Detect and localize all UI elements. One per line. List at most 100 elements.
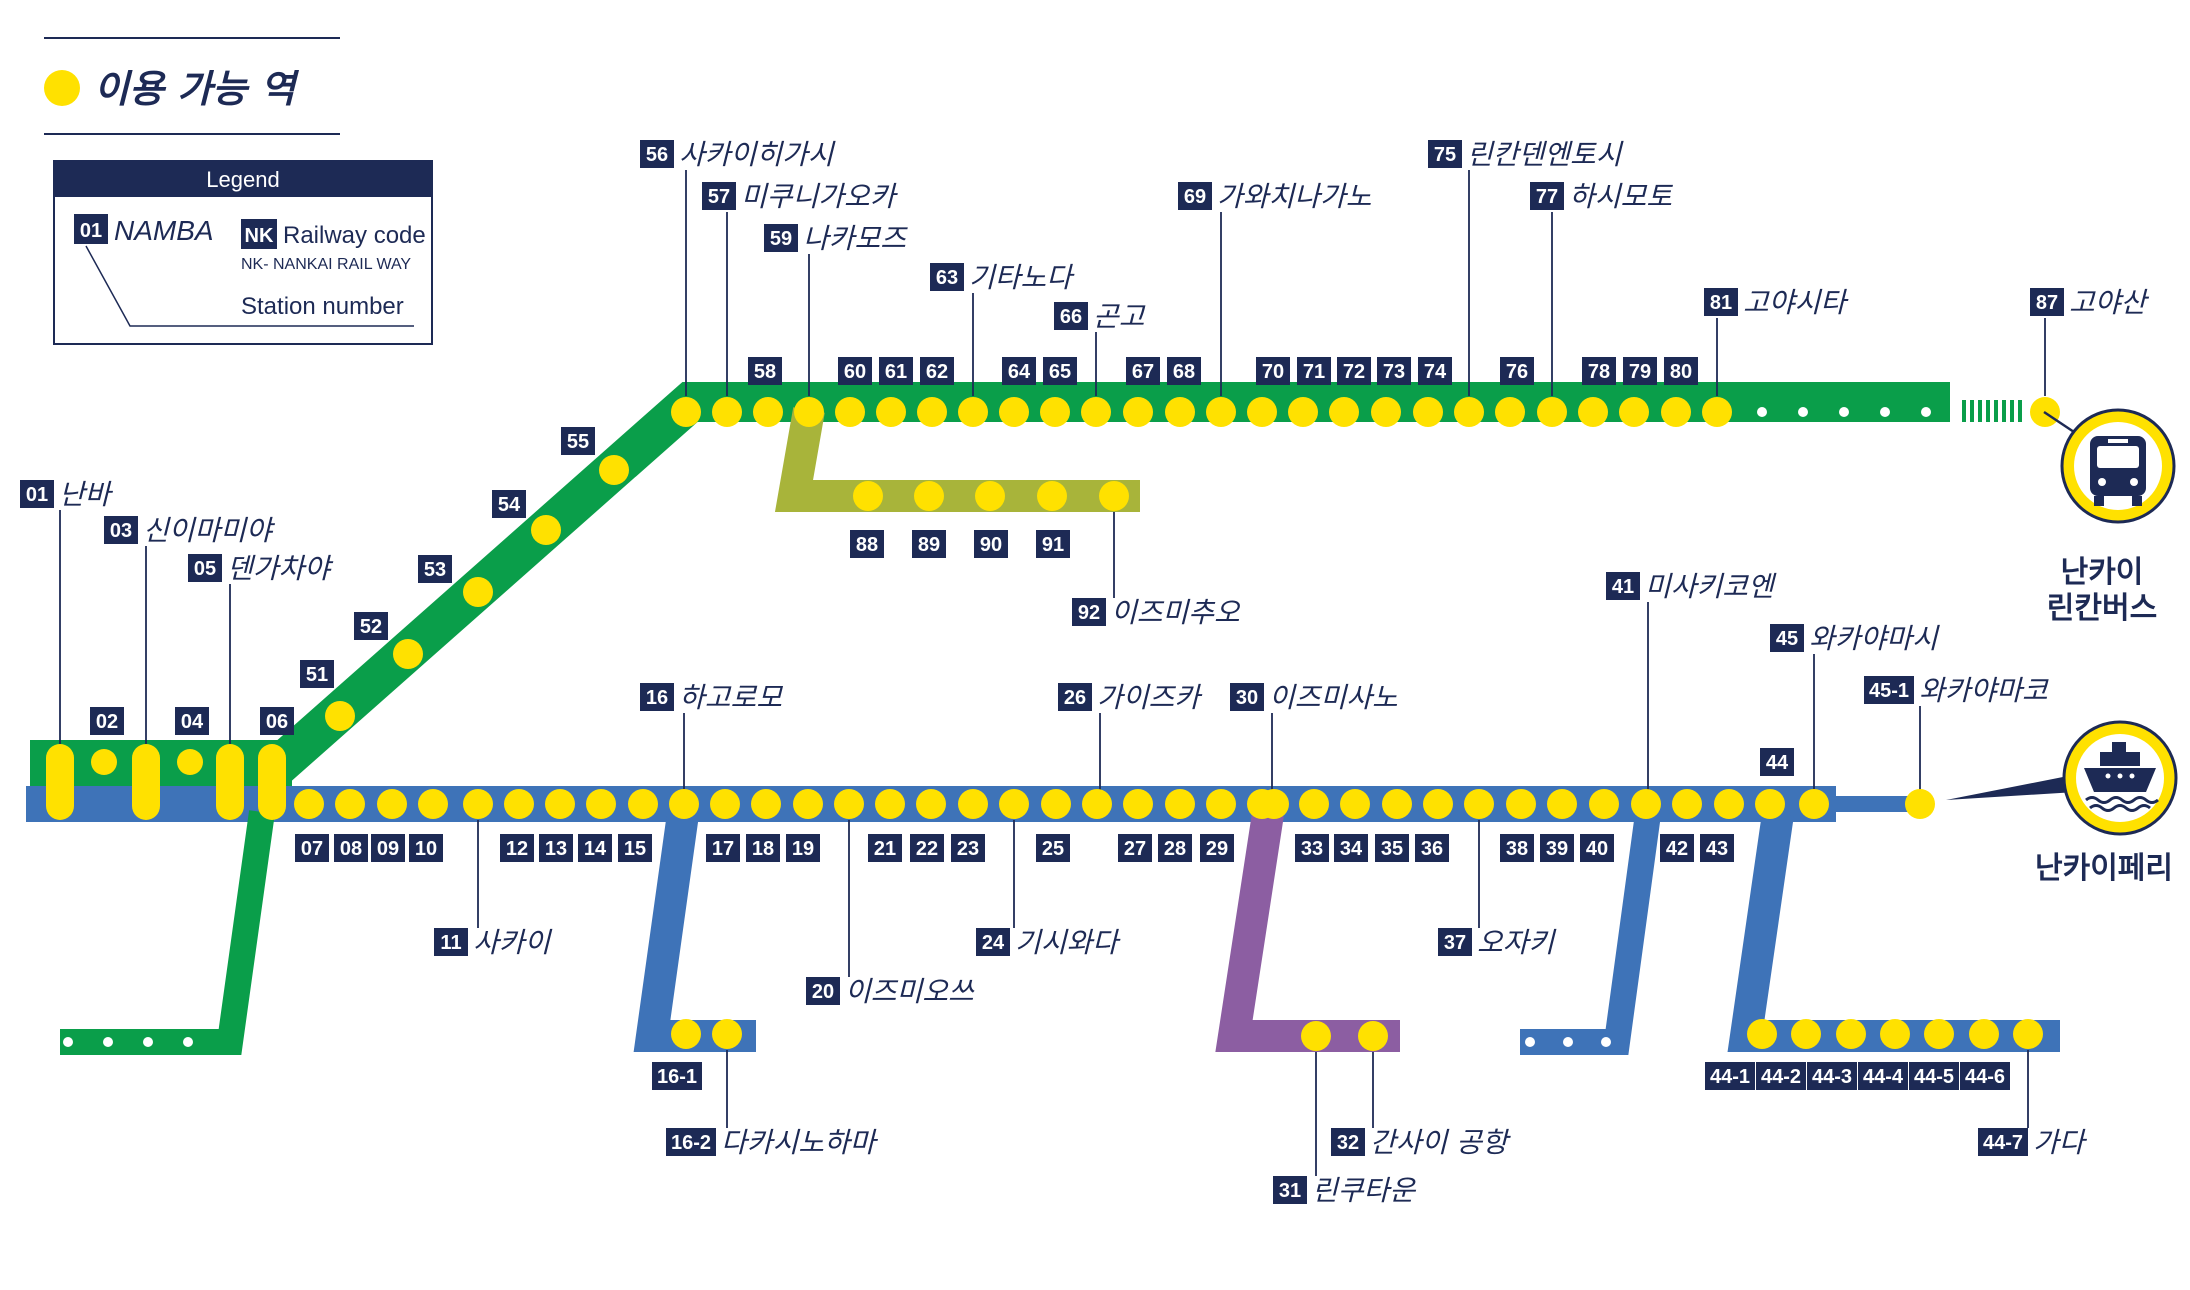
station-dot	[1206, 397, 1236, 427]
station-name-n57: 미쿠니가오카	[741, 180, 899, 213]
named-station-n26-badge	[1058, 683, 1092, 711]
named-station-n01-code: 01	[26, 484, 48, 506]
legend-example-name: NAMBA	[114, 215, 214, 246]
station-38-code: 38	[1506, 838, 1528, 860]
station-dot	[1619, 397, 1649, 427]
station-dot	[1299, 789, 1329, 819]
named-station-n77-code: 77	[1536, 186, 1558, 208]
station-dot	[2013, 1019, 2043, 1049]
station-dot	[875, 789, 905, 819]
station-15-badge	[618, 834, 652, 862]
station-dot	[1081, 397, 1111, 427]
station-name-n63: 기타노다	[969, 261, 1075, 294]
station-name-n447: 가다	[2033, 1126, 2088, 1159]
named-station-n32-code: 32	[1337, 1132, 1359, 1154]
station-19-badge	[786, 834, 820, 862]
station-43-badge	[1700, 834, 1734, 862]
station-55-code: 55	[567, 431, 589, 453]
named-station-n05-code: 05	[194, 558, 216, 580]
station-dot-minor	[1563, 1037, 1573, 1047]
station-dot	[628, 789, 658, 819]
station-dot	[1037, 481, 1067, 511]
station-15-code: 15	[624, 838, 646, 860]
station-dot	[1259, 789, 1289, 819]
station-68-badge	[1167, 357, 1201, 385]
station-dot	[1880, 1019, 1910, 1049]
station-42-badge	[1660, 834, 1694, 862]
station-34-badge	[1334, 834, 1368, 862]
station-dot	[669, 789, 699, 819]
legend-station-number-label: Station number	[241, 293, 404, 320]
station-18-badge	[746, 834, 780, 862]
station-65-badge	[1043, 357, 1077, 385]
bus-icon	[2090, 436, 2146, 506]
station-dot-minor	[1921, 407, 1931, 417]
station-78-badge	[1582, 357, 1616, 385]
station-dot	[1924, 1019, 1954, 1049]
station-dot	[1755, 789, 1785, 819]
station-68-code: 68	[1173, 361, 1195, 383]
station-04-code: 04	[181, 711, 204, 733]
legend-box: Legend 01 NAMBA NK Railway code NK- NANK…	[53, 160, 433, 345]
station-18-code: 18	[752, 838, 774, 860]
ship-icon	[2084, 742, 2159, 812]
station-dot-minor	[1601, 1037, 1611, 1047]
station-76-code: 76	[1506, 361, 1528, 383]
leader-lines	[59, 170, 2046, 1176]
station-dot	[958, 789, 988, 819]
station-dot	[463, 789, 493, 819]
legend-railway-label: Railway code	[283, 222, 426, 249]
station-51-badge	[300, 660, 334, 688]
station-name-n16: 하고로모	[679, 681, 783, 714]
station-name-n20: 이즈미오쓰	[845, 975, 975, 1008]
station-52-badge	[354, 612, 388, 640]
station-dot	[1206, 789, 1236, 819]
station-name-n31: 린쿠타운	[1312, 1174, 1416, 1207]
station-name-n66: 곤고	[1093, 300, 1146, 333]
station-44-5-code: 44-5	[1914, 1066, 1954, 1088]
legend-railway-note: NK- NANKAI RAIL WAY	[241, 256, 411, 273]
station-16-1-badge	[652, 1062, 702, 1090]
station-67-badge	[1126, 357, 1160, 385]
station-dot	[1165, 789, 1195, 819]
named-station-n01-badge	[20, 480, 54, 508]
tanagawa-line	[1520, 812, 1661, 1055]
station-52-code: 52	[360, 616, 382, 638]
station-dot	[1288, 397, 1318, 427]
station-88-badge	[850, 530, 884, 558]
station-dot	[1358, 1021, 1388, 1051]
station-44-2-badge	[1756, 1062, 1806, 1090]
legend-code: 01	[80, 220, 102, 242]
station-71-badge	[1297, 357, 1331, 385]
station-51-code: 51	[306, 664, 328, 686]
legend-code-badge	[74, 214, 108, 244]
station-dot	[418, 789, 448, 819]
station-name-n32: 간사이 공항	[1370, 1126, 1511, 1159]
named-station-n37-code: 37	[1444, 932, 1466, 954]
station-34-code: 34	[1340, 838, 1363, 860]
station-dot-minor	[1757, 407, 1767, 417]
station-39-badge	[1540, 834, 1574, 862]
station-dot	[1672, 789, 1702, 819]
station-44-4-code: 44-4	[1863, 1066, 1904, 1088]
station-dot	[1702, 397, 1732, 427]
koya-line-hatch	[1994, 400, 1998, 422]
station-09-code: 09	[377, 838, 399, 860]
station-80-badge	[1664, 357, 1698, 385]
station-dot	[876, 397, 906, 427]
station-dot	[325, 701, 355, 731]
station-89-code: 89	[918, 534, 940, 556]
legend-leader-line	[85, 245, 414, 327]
station-dot	[294, 789, 324, 819]
station-44-5-badge	[1909, 1062, 1959, 1090]
station-name-n92: 이즈미추오	[1111, 596, 1241, 629]
station-dot	[1041, 789, 1071, 819]
senboku-line	[774, 407, 1140, 512]
koya-line-hatch	[2010, 400, 2014, 422]
station-dot-shin-imamiya	[132, 744, 160, 820]
station-dot	[1301, 1021, 1331, 1051]
named-station-n56-code: 56	[646, 144, 668, 166]
station-17-badge	[706, 834, 740, 862]
station-dot	[916, 789, 946, 819]
